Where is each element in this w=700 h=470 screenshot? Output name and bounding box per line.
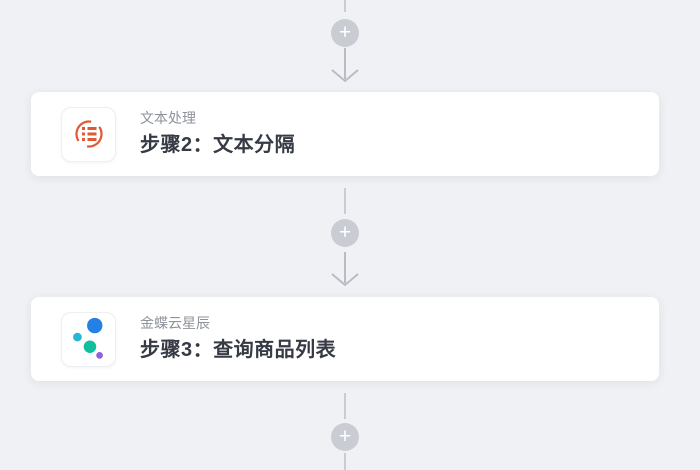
- connector-line: [344, 0, 346, 12]
- connector-line: [344, 393, 346, 419]
- add-step-button[interactable]: +: [331, 19, 359, 47]
- plus-icon: +: [338, 424, 352, 448]
- plus-icon: +: [338, 220, 352, 244]
- plus-icon: +: [338, 20, 352, 44]
- step-app-name: 文本处理: [140, 110, 196, 127]
- add-step-button[interactable]: +: [331, 219, 359, 247]
- kingdee-cloud-star-icon: [61, 311, 116, 367]
- step-card-text-split[interactable]: 文本处理 步骤2：文本分隔: [31, 92, 659, 176]
- arrow-down-icon: [331, 48, 359, 83]
- text-processing-icon: [61, 106, 116, 162]
- add-step-button[interactable]: +: [331, 423, 359, 451]
- connector-line: [344, 453, 346, 470]
- step-title: 步骤3：查询商品列表: [140, 338, 337, 361]
- step-card-query-products[interactable]: 金蝶云星辰 步骤3：查询商品列表: [31, 297, 659, 381]
- connector-line: [344, 188, 346, 214]
- arrow-down-icon: [331, 252, 359, 287]
- step-app-name: 金蝶云星辰: [140, 315, 210, 332]
- step-title: 步骤2：文本分隔: [140, 133, 296, 156]
